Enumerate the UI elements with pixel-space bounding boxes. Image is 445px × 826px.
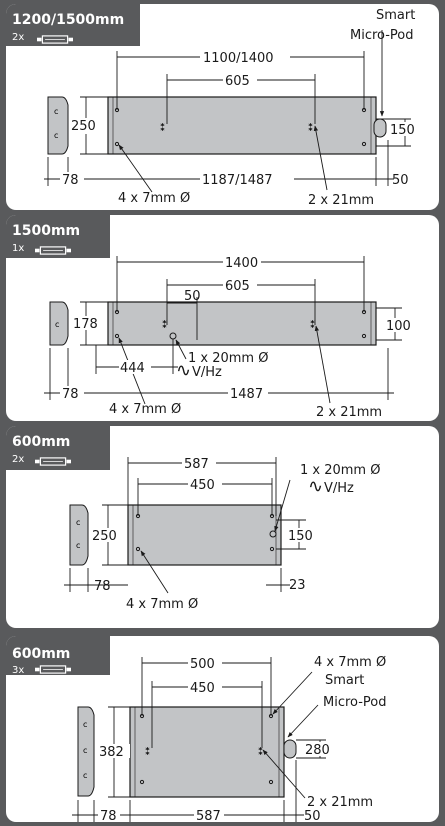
dim-left-offset: 78 [94,579,111,594]
dim-right-offset: 50 [392,173,409,188]
callout-cable-entry: 1 x 20mm Ø [188,351,268,366]
dim-right-offset: 23 [289,578,306,593]
ac-wave-icon: ∿ [176,360,191,381]
mount-hole [135,546,141,552]
label-smart: Smart [325,673,364,688]
panel-3-lamp-count: 2x [12,454,24,465]
mount-hole [114,141,120,147]
svg-text:c: c [55,320,59,329]
dim-right-offset: 50 [304,809,321,824]
callout-mount-holes: 4 x 7mm Ø [118,191,190,206]
panel-2-title: 1500mm [12,223,80,239]
dim-height: 178 [73,317,98,332]
end-plate [69,504,89,566]
micro-pod [283,739,297,759]
mount-hole [269,546,275,552]
panel-4-lamp-count: 3x [12,665,24,676]
dim-total-length: 1487 [230,387,263,402]
svg-text:c: c [83,746,87,755]
mount-hole [114,333,120,339]
label-micro-pod: Micro-Pod [350,28,414,43]
dim-overall-width: 587 [184,457,209,472]
panel-2-lamp-count: 1x [12,243,24,254]
mount-hole [268,779,274,785]
dim-left-offset: 78 [62,173,79,188]
panel-4-title: 600mm [12,646,70,662]
panel-4: 600mm 3x c c c ⁑ ⁑ [6,636,439,824]
label-smart: Smart [376,8,415,23]
end-plate [77,706,95,797]
dim-right-height: 100 [386,319,411,334]
dim-small-offset: 50 [184,289,201,304]
dim-overall-width: 500 [190,657,215,672]
dim-overall-width: 1400 [225,256,258,271]
label-voltage: V/Hz [192,365,222,380]
callout-knockouts: 2 x 21mm [308,193,374,208]
dim-pod-height: 150 [390,123,415,138]
ac-wave-icon: ∿ [308,476,323,497]
dim-hole-spacing: 605 [225,74,250,89]
callout-knockouts: 2 x 21mm [316,405,382,420]
dim-pod-height: 280 [305,743,330,758]
dim-height: 250 [71,119,96,134]
knockout-mark: ⁑ [308,122,313,134]
dim-total-length: 587 [196,809,221,824]
panel-3: 600mm 2x c c [6,426,439,628]
fixture-body [127,504,282,566]
callout-knockouts: 2 x 21mm [307,795,373,810]
end-plate [49,301,69,346]
knockout-mark: ⁑ [145,746,150,758]
micro-pod [373,118,387,138]
svg-text:c: c [76,518,80,527]
label-micro-pod: Micro-Pod [323,695,387,710]
panel-1-lamp-count: 2x [12,32,24,43]
dim-height: 250 [92,529,117,544]
fixture-body [129,706,285,798]
dim-hole-spacing: 450 [190,681,215,696]
svg-text:c: c [54,131,58,140]
panel-4-header: 600mm 3x [6,636,110,676]
panel-1-header: 1200/1500mm 2x [6,4,140,46]
knockout-mark: ⁑ [310,319,315,331]
dim-height: 382 [99,745,124,760]
svg-text:c: c [83,720,87,729]
panel-3-header: 600mm 2x [6,426,110,470]
knockout-mark: ⁑ [160,122,165,134]
panel-1-title: 1200/1500mm [12,12,124,28]
dim-left-offset: 78 [100,809,117,824]
dim-hole-spacing: 450 [190,478,215,493]
cable-entry [269,530,277,538]
callout-mount-holes: 4 x 7mm Ø [314,655,386,670]
callout-mount-holes: 4 x 7mm Ø [126,597,198,612]
mount-hole [361,141,367,147]
dim-total-length: 1187/1487 [202,173,273,188]
knockout-mark: ⁑ [258,746,263,758]
panel-1: 1200/1500mm 2x c c ⁑ ⁑ [6,4,439,210]
panel-2-header: 1500mm 1x [6,215,110,258]
dim-overall-width: 1100/1400 [203,51,274,66]
callout-cable-entry: 1 x 20mm Ø [300,463,380,478]
fixture-body [107,96,377,155]
svg-text:c: c [54,107,58,116]
label-voltage: V/Hz [324,481,354,496]
svg-text:c: c [76,541,80,550]
dim-left-offset: 78 [62,387,79,402]
svg-text:c: c [83,771,87,780]
end-plate [47,96,69,155]
panel-3-title: 600mm [12,434,70,450]
dim-entry-offset: 444 [120,361,145,376]
dim-hole-spacing: 605 [225,279,250,294]
dim-right-height: 150 [288,529,313,544]
panel-2: 1500mm 1x c ⁑ ⁑ [6,215,439,421]
knockout-mark: ⁑ [162,319,167,331]
mount-hole [139,779,145,785]
fixture-body [107,301,377,346]
callout-mount-holes: 4 x 7mm Ø [109,402,181,417]
mount-hole [361,333,367,339]
